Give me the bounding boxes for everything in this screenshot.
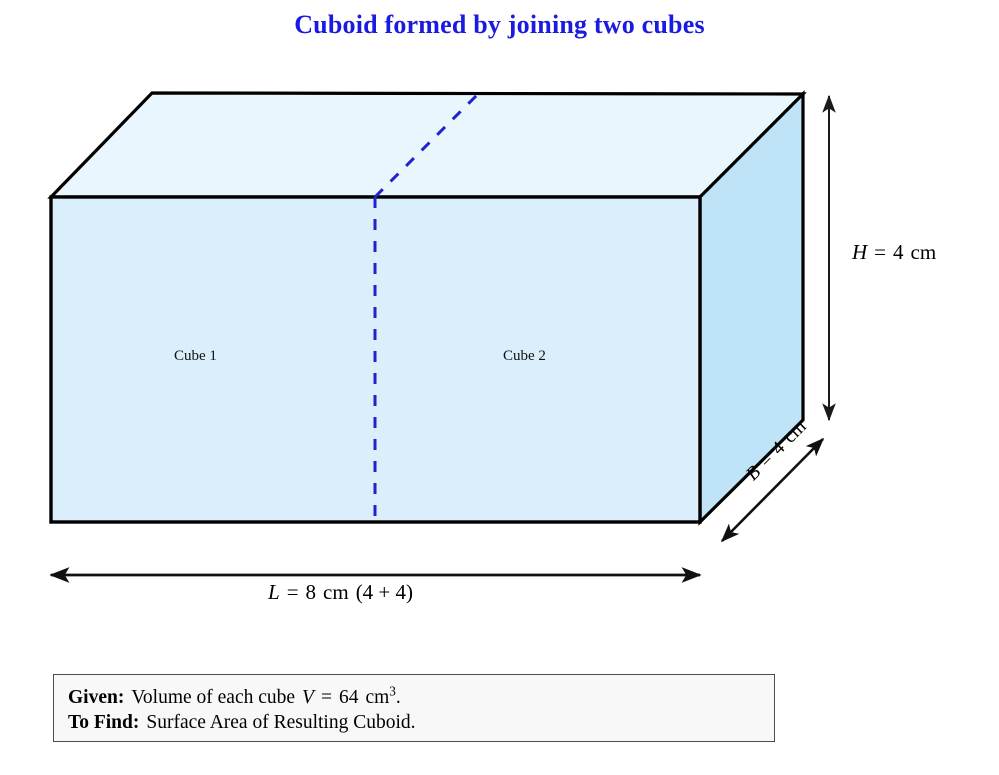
- given-to-find-box: Given: Volume of each cube V = 64 cm3. To Fin…: [53, 674, 775, 742]
- length-unit: cm: [323, 580, 349, 604]
- given-equals: =: [320, 687, 332, 708]
- given-terminator: .: [395, 687, 401, 708]
- given-line: Given: Volume of each cube V = 64 cm3.: [68, 683, 774, 710]
- given-value: 64: [338, 687, 359, 708]
- volume-symbol: V: [302, 687, 314, 708]
- length-equals: =: [286, 580, 299, 604]
- height-unit: cm: [910, 240, 937, 264]
- length-value: 8: [305, 580, 317, 604]
- height-value: 4: [893, 240, 904, 264]
- height-equals: =: [874, 240, 887, 264]
- to-find-text: Surface Area of Resulting Cuboid.: [146, 712, 416, 733]
- page-title: Cuboid formed by joining two cubes: [294, 10, 705, 39]
- cube-divider-top-dashed: [373, 92, 480, 199]
- height-symbol: H: [852, 240, 868, 264]
- breadth-dimension-arrow: [720, 437, 825, 543]
- breadth-equals: =: [755, 449, 778, 472]
- length-symbol: L: [268, 580, 280, 604]
- cube-2-label: Cube 2: [503, 348, 546, 364]
- given-unit: cm: [365, 687, 390, 708]
- length-note: (4 + 4): [355, 580, 414, 604]
- to-find-line: To Find: Surface Area of Resulting Cuboid…: [68, 710, 774, 735]
- cube-1-label: Cube 1: [174, 348, 217, 364]
- breadth-value: 4: [767, 437, 790, 460]
- given-text: Volume of each cube: [131, 687, 296, 708]
- given-unit-exponent: 3: [389, 683, 396, 699]
- to-find-label: To Find:: [68, 712, 140, 733]
- given-label: Given:: [68, 687, 125, 708]
- cuboid-figure: [47, 90, 836, 583]
